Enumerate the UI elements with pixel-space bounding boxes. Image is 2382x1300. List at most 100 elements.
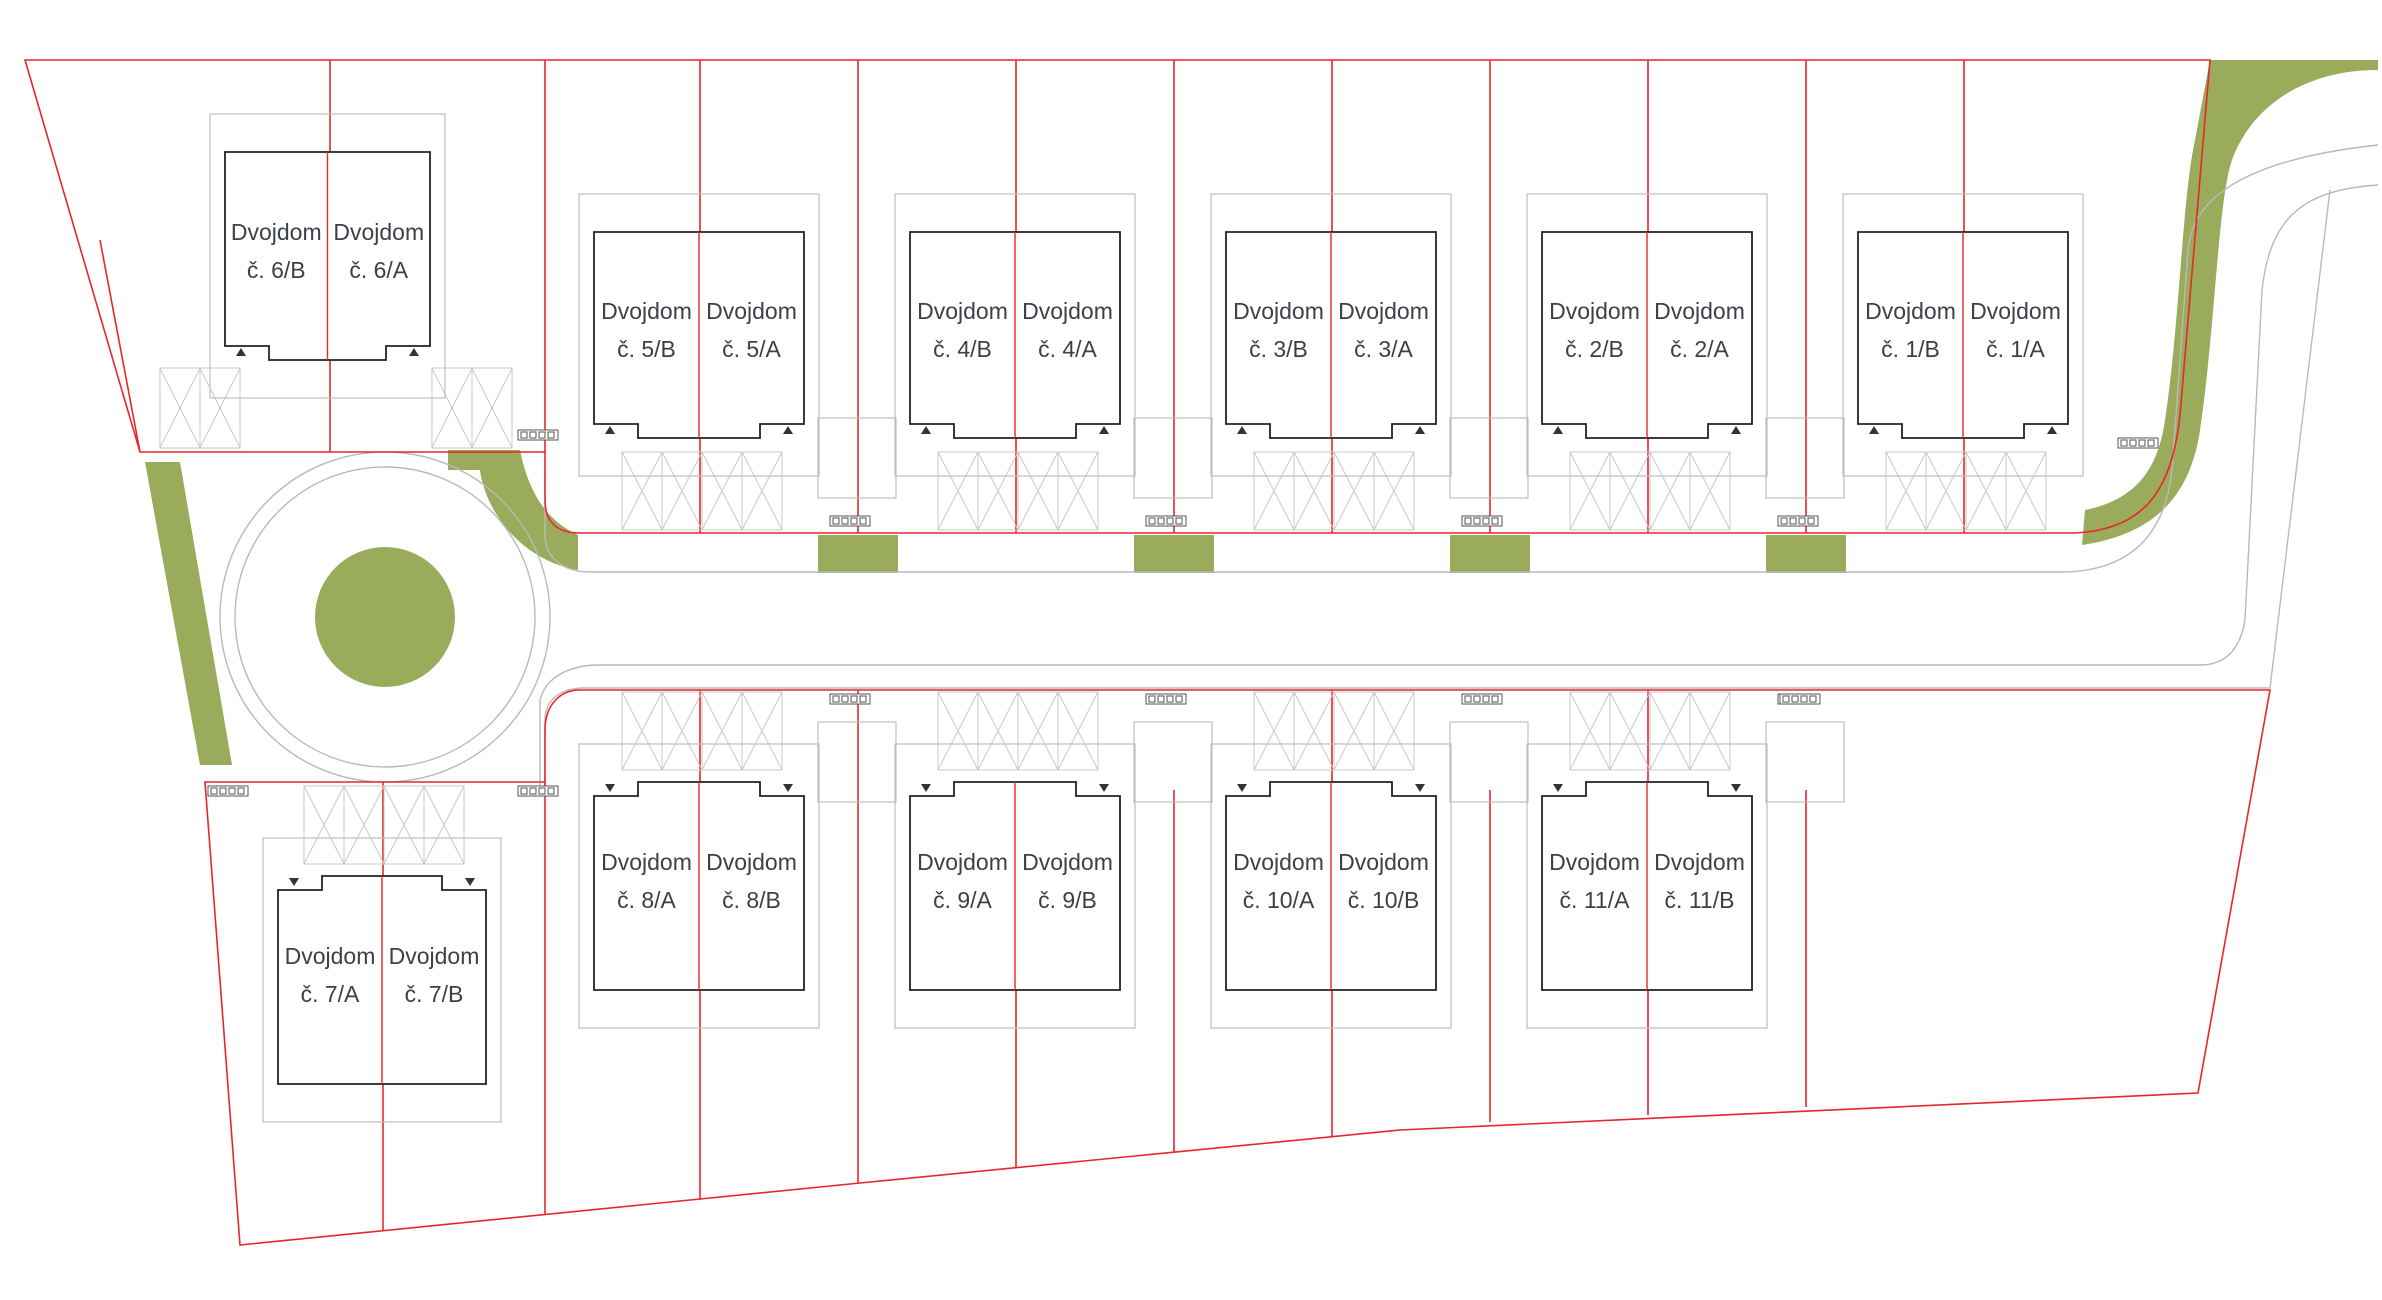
house-8A-8B-entrance-marker-left [605,784,615,792]
parking-7B-bay-cross [383,785,425,865]
house-8A-8B-envelope [578,743,820,1029]
north-plots-outline [23,59,2211,534]
gate-north-cell [1175,517,1183,525]
gate-7-west [207,785,249,797]
gate-1-cell [2147,439,2155,447]
gate-south [1461,693,1503,705]
unit-label-word: Dvojdom [1970,298,2061,324]
unit-label-number: č. 8/B [722,887,781,913]
parking-south-11B [1649,691,1731,771]
gate-north-cell [1482,517,1490,525]
house-6B-6A-entrance-marker-right [409,348,419,356]
gate-north-cell [850,517,858,525]
parking-south-11A-bay-cross [1609,691,1651,771]
unit-label-word: Dvojdom [1022,849,1113,875]
parking-north-2A-bay-cross [1689,451,1731,531]
parking-north-5B-bay-cross [661,451,703,531]
gate-1-cell [2129,439,2137,447]
gate-7-east-cell [520,787,528,795]
house-11A-11B-entrance-marker-right [1731,784,1741,792]
house-1B-1A-envelope [1842,193,2084,477]
unit-label-word: Dvojdom [231,219,322,245]
gate-north-cell [832,517,840,525]
unit-label-word: Dvojdom [601,298,692,324]
parking-south-9B-bay [1057,691,1099,771]
gate-1-cell [2120,439,2128,447]
parking-north-4A [1017,451,1099,531]
parking-north-3A-bay-cross [1333,451,1375,531]
parking-north-3A [1333,451,1415,531]
unit-label-word: Dvojdom [1654,849,1745,875]
parking-north-5A [701,451,783,531]
parking-south-8B-bay-cross [741,691,783,771]
house-9A-9B-entrance-marker-right [1099,784,1109,792]
house-10A-10B-entrance-marker-right [1415,784,1425,792]
parking-6B-bay [199,367,241,449]
parking-6A-bay [471,367,513,449]
unit-label-number: č. 2/B [1565,336,1624,362]
parking-north-2A [1649,451,1731,531]
parking-south-11A [1569,691,1651,771]
unit-label-word: Dvojdom [917,849,1008,875]
green-strip-east [2082,60,2378,545]
unit-label-number: č. 4/B [933,336,992,362]
road-edge-north [544,144,2379,573]
gate-north-cell [1789,517,1797,525]
house-2B-2A-entrance-marker-left [1553,426,1563,434]
parking-north-3B-bay-cross [1253,451,1295,531]
house-7A-7B-envelope [262,837,502,1123]
green-corner-west [448,450,578,570]
house-9A-9B-entrance-marker-left [921,784,931,792]
unit-label-word: Dvojdom [1233,849,1324,875]
parking-north-1B-bay-cross [1885,451,1927,531]
house-7A-7B-entrance-marker-left [289,878,299,886]
parking-6B [159,367,241,449]
gate-7-east-cell [529,787,537,795]
house-6B-6A-envelope [209,113,446,399]
unit-label-word: Dvojdom [1654,298,1745,324]
parking-north-4B-bay-cross [977,451,1019,531]
gate-11-cell [1809,695,1817,703]
parking-6A-bay-cross [471,367,513,449]
unit-label-word: Dvojdom [1865,298,1956,324]
unit-label-number: č. 11/A [1560,887,1631,913]
house-5B-5A-entrance-marker-left [605,426,615,434]
house-5B-5A-entrance-marker-right [783,426,793,434]
parking-south-8A [621,691,703,771]
parking-7A-bay-cross [343,785,385,865]
house-9A-9B-envelope [894,743,1136,1029]
gate-south-cell [859,695,867,703]
parking-south-8A-bay-cross [661,691,703,771]
unit-label-number: č. 1/A [1986,336,2045,362]
green-bed-4 [1766,535,1846,573]
parking-south-10A-bay-cross [1293,691,1335,771]
gate-south-cell [832,695,840,703]
parking-south-10B-bay-cross [1373,691,1415,771]
gate-7-east-cell [538,787,546,795]
unit-label-word: Dvojdom [1022,298,1113,324]
gate-north-cell [1473,517,1481,525]
unit-label-number: č. 5/A [722,336,781,362]
parking-north-4A-bay-cross [1017,451,1059,531]
gate-north-frame [1461,515,1503,527]
unit-label-word: Dvojdom [1338,298,1429,324]
gate-south-cell [1148,695,1156,703]
gate-11 [1779,693,1821,705]
unit-label-word: Dvojdom [706,298,797,324]
green-areas [145,60,2378,765]
unit-label-number: č. 9/A [933,887,992,913]
gate-11-cell [1782,695,1790,703]
gate-south-cell [1473,695,1481,703]
parking-south-9A-bay-cross [937,691,979,771]
gate-south-cell [1464,695,1472,703]
bin-shelter-north [1133,417,1213,499]
gate-north-frame [1777,515,1819,527]
parking-north-3A-bay-cross [1373,451,1415,531]
gate-south [1145,693,1187,705]
unit-label-number: č. 4/A [1038,336,1097,362]
